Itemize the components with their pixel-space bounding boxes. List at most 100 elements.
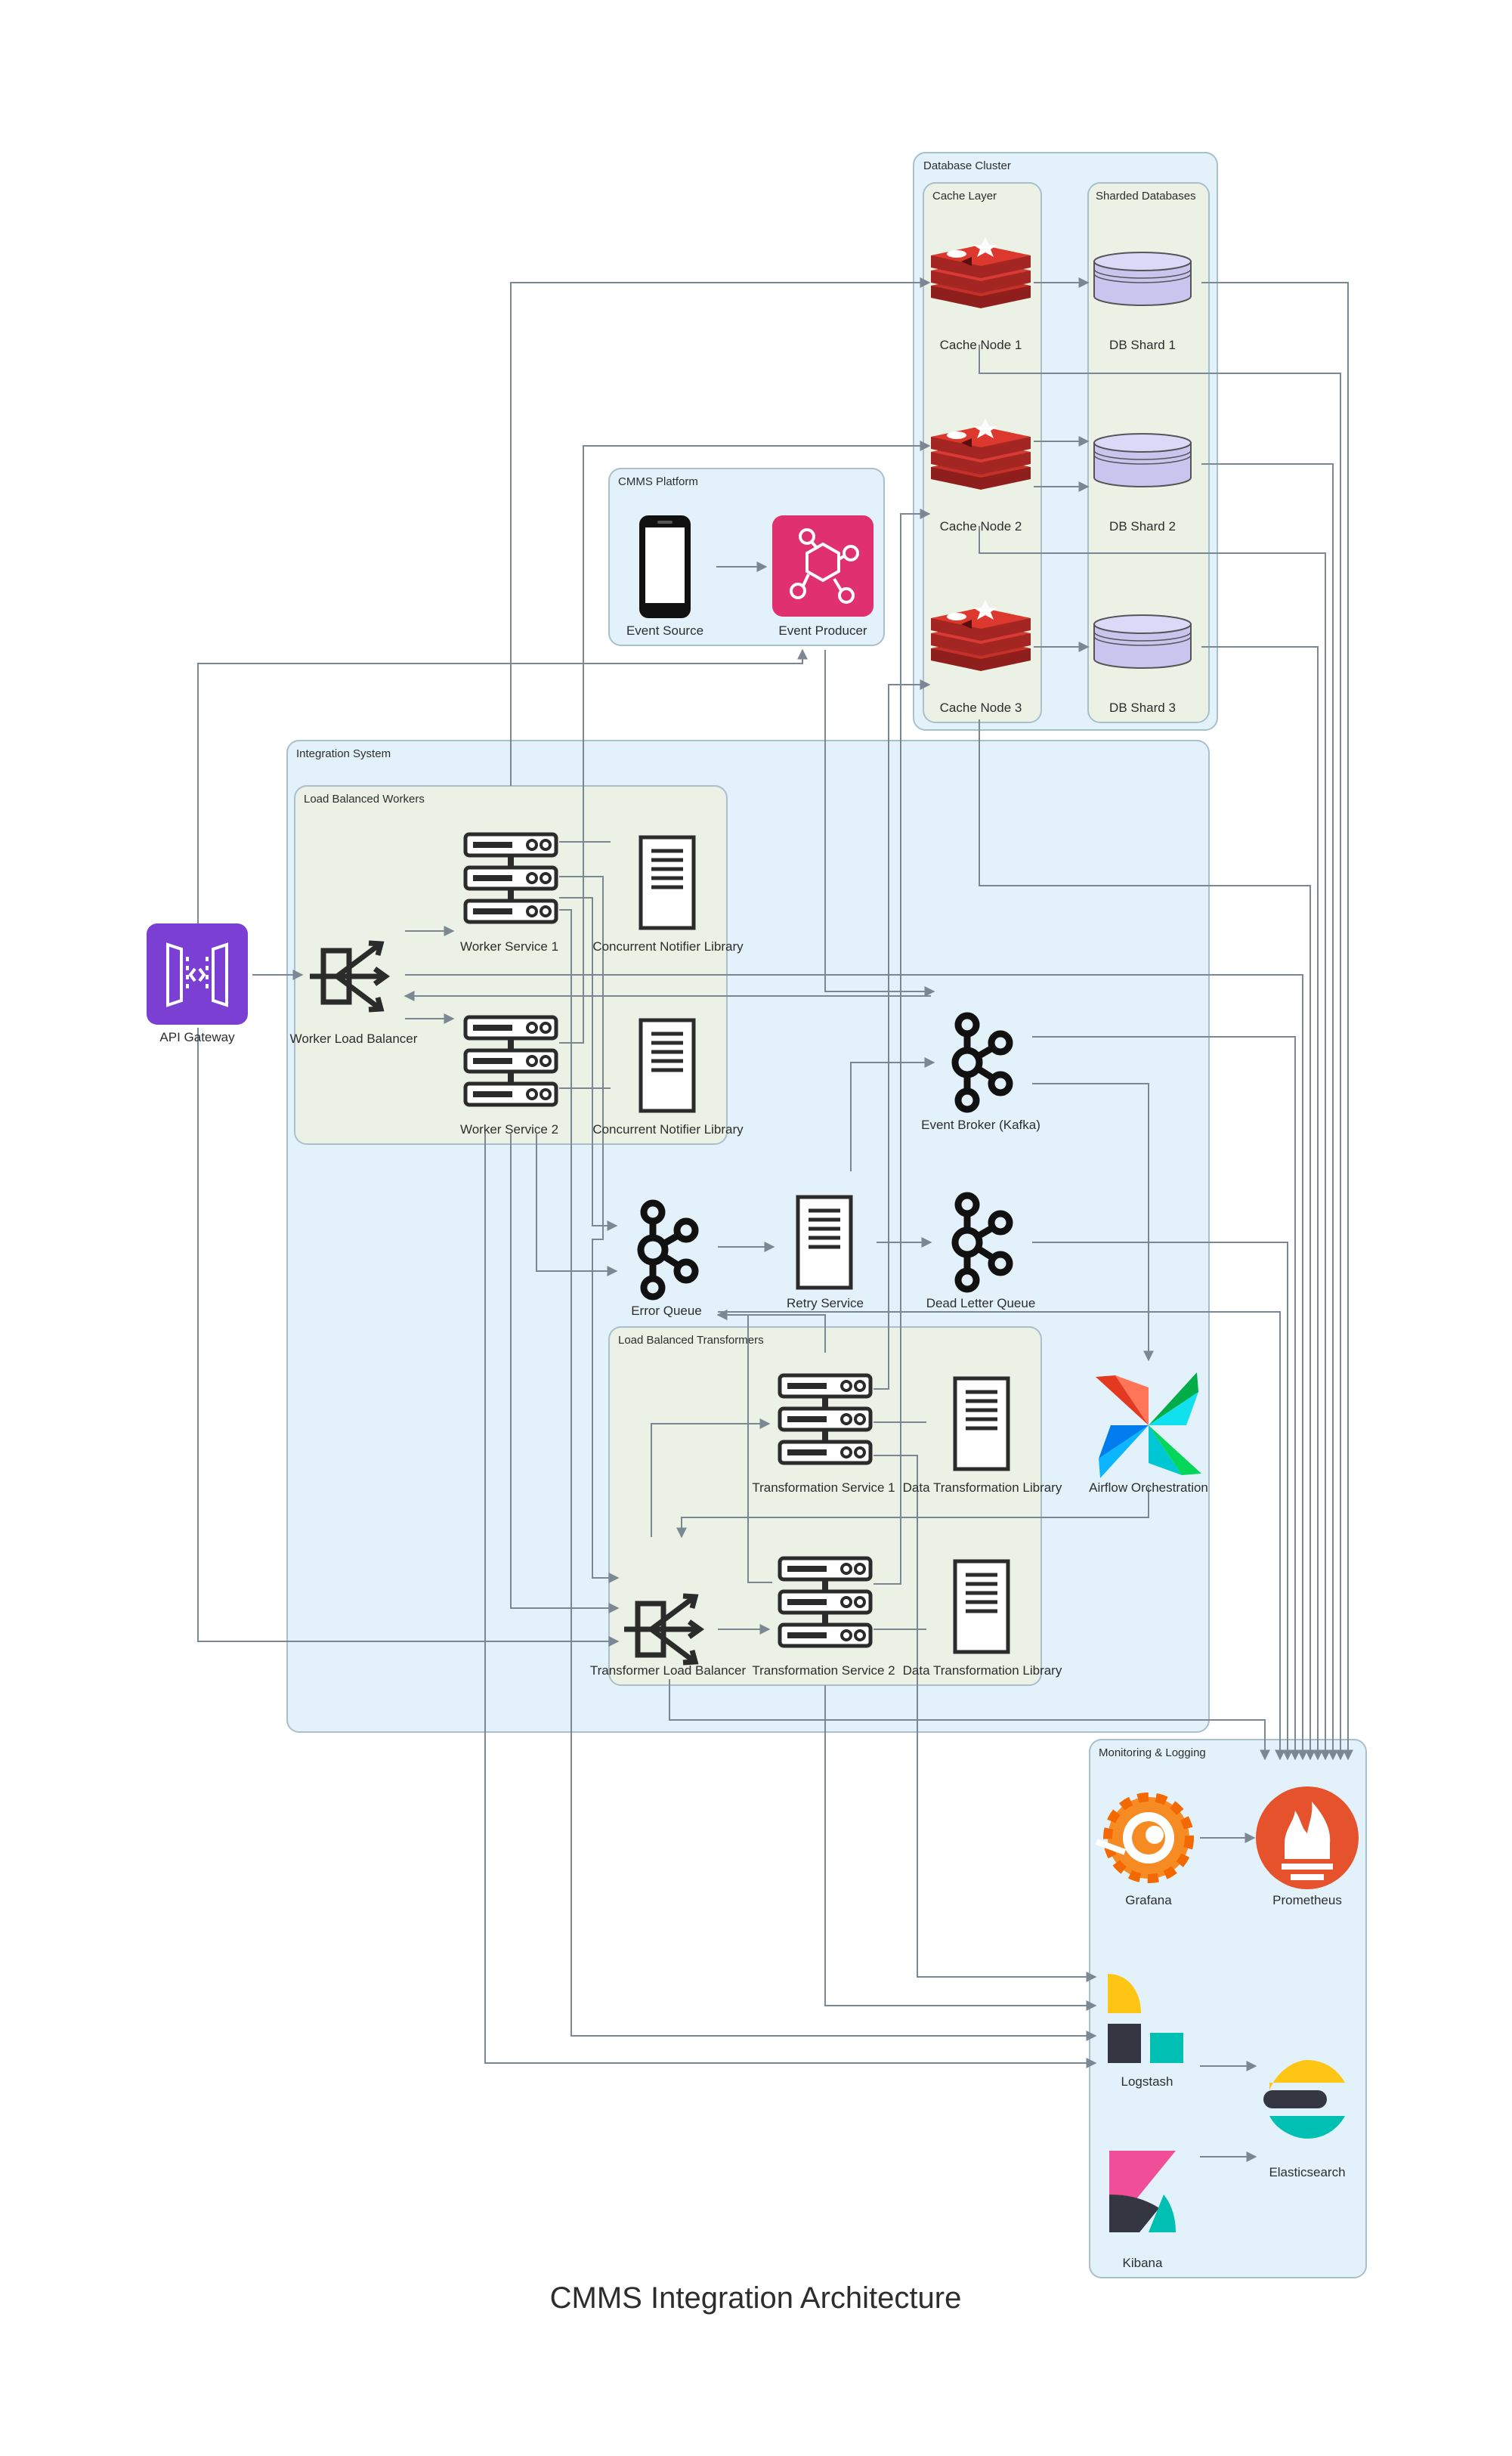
edge-ws2-logstash — [484, 1134, 1097, 2068]
server-rack-icon — [465, 834, 556, 922]
svg-text:Event Broker (Kafka): Event Broker (Kafka) — [921, 1118, 1040, 1132]
kibana[interactable]: Kibana — [1109, 2151, 1176, 2270]
svg-text:Grafana: Grafana — [1125, 1893, 1172, 1907]
airflow-orchestration[interactable]: Airflow Orchestration — [1089, 1372, 1208, 1495]
prometheus[interactable]: Prometheus — [1256, 1786, 1359, 1907]
db-shard-3[interactable]: DB Shard 3 — [1093, 614, 1192, 715]
transformation-service-2[interactable]: Transformation Service 2 — [752, 1558, 895, 1678]
edge-producer-broker — [824, 650, 935, 997]
worker-load-balancer[interactable]: Worker Load Balancer — [290, 943, 418, 1046]
edge-cache3-prometheus — [979, 719, 1316, 1761]
svg-text:Kibana: Kibana — [1123, 2256, 1163, 2270]
notifier-library-1[interactable]: Concurrent Notifier Library — [592, 837, 744, 954]
database-icon — [1093, 433, 1192, 487]
api-gateway[interactable]: API Gateway — [147, 923, 248, 1044]
edge-ts1-logstash — [873, 1455, 1097, 1982]
db-shard-1[interactable]: DB Shard 1 — [1093, 252, 1192, 352]
api-gateway-icon — [147, 923, 248, 1025]
edge-ws2-errorq — [536, 1134, 618, 1276]
document-server-icon — [641, 837, 694, 928]
elasticsearch[interactable]: Elasticsearch — [1263, 2060, 1346, 2179]
db-shard-2[interactable]: DB Shard 2 — [1093, 433, 1192, 534]
dead-letter-queue[interactable]: Dead Letter Queue — [926, 1196, 1036, 1310]
document-server-icon — [641, 1020, 694, 1111]
worker-service-1[interactable]: Worker Service 1 — [460, 834, 558, 954]
grafana[interactable]: Grafana — [1095, 1793, 1194, 1907]
edge-ws1-tlb — [559, 876, 620, 1583]
edge-tlb-ts1 — [651, 1418, 771, 1537]
event-broker[interactable]: Event Broker (Kafka) — [921, 1016, 1040, 1132]
mobile-icon — [639, 515, 691, 618]
edge-cache2-prometheus — [979, 526, 1331, 1761]
kibana-icon — [1109, 2151, 1176, 2232]
database-icon — [1093, 252, 1192, 306]
grafana-icon — [1095, 1793, 1194, 1883]
svg-text:Integration System: Integration System — [296, 747, 391, 760]
edge-ws1-errorq — [559, 897, 618, 1231]
worker-service-2[interactable]: Worker Service 2 — [460, 1017, 558, 1137]
svg-text:Database Cluster: Database Cluster — [923, 159, 1011, 172]
svg-text:Concurrent Notifier Library: Concurrent Notifier Library — [592, 1122, 744, 1137]
data-transformation-library-2[interactable]: Data Transformation Library — [903, 1561, 1062, 1678]
edge-errorq-prometheus — [718, 1311, 1285, 1761]
diagram-title: CMMS Integration Architecture — [550, 2281, 962, 2315]
event-source[interactable]: Event Source — [626, 515, 703, 638]
svg-text:Load Balanced Workers: Load Balanced Workers — [304, 793, 425, 806]
svg-text:Cache Node 3: Cache Node 3 — [940, 701, 1022, 715]
edge-tlb-prometheus — [669, 1679, 1270, 1761]
edge-ws1-cache1 — [510, 277, 931, 786]
svg-text:Load Balanced Transformers: Load Balanced Transformers — [618, 1334, 764, 1347]
cache-node-3[interactable]: Cache Node 3 — [931, 600, 1031, 715]
logstash[interactable]: Logstash — [1108, 1974, 1183, 2089]
edge-broker-airflow — [1032, 1083, 1154, 1362]
document-server-icon — [798, 1197, 851, 1288]
svg-text:Worker Service 1: Worker Service 1 — [460, 939, 558, 954]
svg-text:Data Transformation Library: Data Transformation Library — [903, 1663, 1062, 1678]
svg-text:Prometheus: Prometheus — [1272, 1893, 1342, 1907]
svg-text:Worker Service 2: Worker Service 2 — [460, 1122, 558, 1137]
airflow-icon — [1096, 1372, 1201, 1478]
svg-text:Logstash: Logstash — [1121, 2074, 1173, 2089]
svg-text:DB Shard 1: DB Shard 1 — [1109, 338, 1176, 352]
edge-airflow-tlb — [676, 1487, 1149, 1539]
svg-text:CMMS Platform: CMMS Platform — [618, 475, 698, 488]
svg-text:Data Transformation Library: Data Transformation Library — [903, 1480, 1062, 1495]
svg-text:API Gateway: API Gateway — [159, 1030, 235, 1044]
svg-text:Transformation Service 1: Transformation Service 1 — [752, 1480, 895, 1495]
edge-ws2-tlb — [510, 1134, 620, 1613]
svg-text:Monitoring & Logging: Monitoring & Logging — [1099, 1746, 1206, 1759]
error-queue[interactable]: Error Queue — [631, 1203, 702, 1318]
transformation-service-1[interactable]: Transformation Service 1 — [752, 1375, 895, 1495]
edges — [197, 277, 1353, 2162]
retry-service[interactable]: Retry Service — [787, 1197, 864, 1310]
prometheus-icon — [1256, 1786, 1359, 1889]
transformer-load-balancer[interactable]: Transformer Load Balancer — [590, 1596, 747, 1678]
cache-node-1[interactable]: Cache Node 1 — [931, 237, 1031, 352]
elasticsearch-icon — [1263, 2060, 1345, 2139]
edge-retry-broker — [850, 1057, 935, 1171]
edge-cache1-prometheus — [979, 345, 1346, 1761]
cache-node-2[interactable]: Cache Node 2 — [931, 419, 1031, 534]
database-icon — [1093, 614, 1192, 669]
svg-text:Dead Letter Queue: Dead Letter Queue — [926, 1296, 1036, 1310]
server-rack-icon — [780, 1375, 870, 1463]
event-producer[interactable]: Event Producer — [772, 515, 873, 638]
edge-ts2-cache2 — [873, 509, 931, 1585]
notifier-library-2[interactable]: Concurrent Notifier Library — [592, 1020, 744, 1137]
edge-ts2-errorq — [716, 1310, 772, 1583]
svg-text:DB Shard 2: DB Shard 2 — [1109, 519, 1176, 534]
edge-gateway-producer — [197, 648, 808, 923]
eventbridge-icon — [772, 515, 873, 617]
data-transformation-library-1[interactable]: Data Transformation Library — [903, 1378, 1062, 1495]
svg-text:Worker Load Balancer: Worker Load Balancer — [290, 1032, 418, 1046]
edge-wlb-prometheus — [405, 974, 1308, 1761]
edge-ts2-logstash — [824, 1685, 1097, 2011]
svg-text:Event Source: Event Source — [626, 623, 703, 638]
server-rack-icon — [465, 1017, 556, 1105]
svg-text:Elasticsearch: Elasticsearch — [1269, 2165, 1345, 2179]
svg-text:Airflow Orchestration: Airflow Orchestration — [1089, 1480, 1208, 1495]
svg-text:Transformation Service 2: Transformation Service 2 — [752, 1663, 895, 1678]
edge-db3-prometheus — [1201, 646, 1323, 1761]
document-server-icon — [955, 1378, 1008, 1469]
